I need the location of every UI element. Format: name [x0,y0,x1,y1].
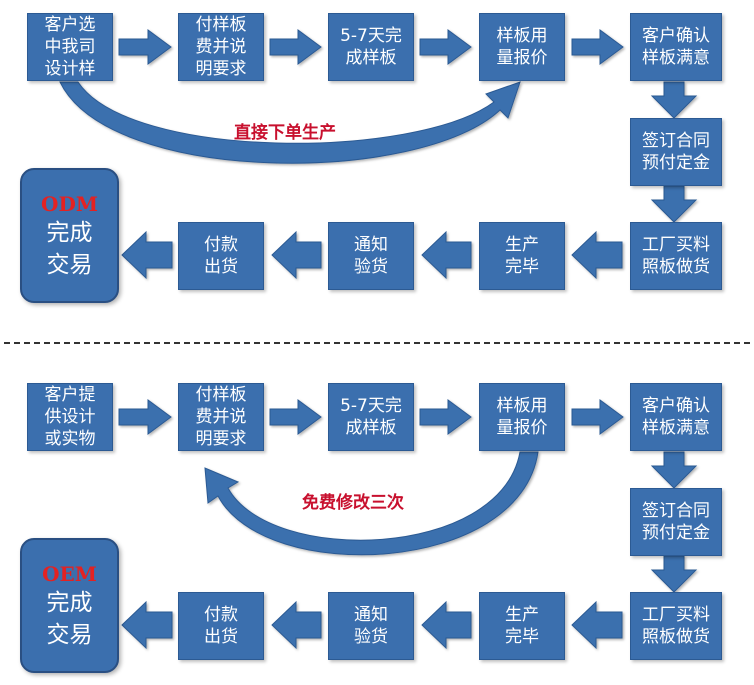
step-label-line: 供设计 [44,407,96,427]
step-label-line: 通知 [354,235,388,255]
step-label-line: 样板满意 [642,418,710,438]
step-label-line: 工厂买料 [642,235,710,255]
final-line: 交易 [46,621,93,648]
oem-tag: OEM [42,561,97,586]
odm-final-box: ODM 完成 交易 [20,168,119,303]
oem-step-production-done: 生产 完毕 [479,592,565,660]
step-label-line: 完毕 [505,257,539,277]
arrow-right [571,29,624,65]
step-label-line: 生产 [505,235,539,255]
step-label-line: 出货 [204,627,238,647]
section-divider [4,342,750,344]
step-label-line: 样板满意 [642,48,710,68]
step-label-line: 付样板 [195,15,247,35]
odm-step-pay-ship: 付款 出货 [178,222,264,290]
final-line: 交易 [46,251,93,278]
step-label-line: 量报价 [496,48,548,68]
step-label-line: 照板做货 [642,627,710,647]
step-label-line: 付样板 [195,385,247,405]
oem-step-confirm-sample: 客户确认 样板满意 [630,383,722,451]
step-label-line: 通知 [354,605,388,625]
final-line: 完成 [46,219,93,246]
oem-step-sign-contract: 签订合同 预付定金 [630,488,722,556]
odm-step-confirm-sample: 客户确认 样板满意 [630,13,722,81]
arrow-right [419,29,472,65]
odm-step-sign-contract: 签订合同 预付定金 [630,118,722,186]
step-label-line: 样板用 [496,26,548,46]
odm-curve-label: 直接下单生产 [234,123,336,143]
arrow-right [419,399,472,435]
step-label-line: 预付定金 [642,523,710,543]
step-label-line: 样板用 [496,396,548,416]
arrow-left [571,230,623,280]
step-label-line: 5-7天完 [340,396,402,416]
arrow-left [421,600,472,650]
step-label-line: 费并说 [195,37,247,57]
step-label-line: 出货 [204,257,238,277]
step-label-line: 明要求 [195,59,247,79]
step-label-line: 量报价 [496,418,548,438]
oem-final-box: OEM 完成 交易 [20,538,119,673]
step-label-line: 工厂买料 [642,605,710,625]
arrow-right [118,399,172,435]
arrow-left [121,600,173,650]
arrow-right [118,29,172,65]
arrow-down [650,185,698,223]
step-label-line: 费并说 [195,407,247,427]
step-label-line: 明要求 [195,429,247,449]
step-label-line: 成样板 [345,418,397,438]
odm-step-production-done: 生产 完毕 [479,222,565,290]
oem-step-quote: 样板用 量报价 [479,383,565,451]
arrow-left [271,600,322,650]
step-label-line: 预付定金 [642,153,710,173]
step-label-line: 照板做货 [642,257,710,277]
step-label-line: 签订合同 [642,501,710,521]
step-label-line: 客户确认 [642,26,710,46]
step-label-line: 客户确认 [642,396,710,416]
step-label-line: 付款 [204,235,238,255]
arrow-left [121,230,173,280]
arrow-left [421,230,472,280]
step-label-line: 生产 [505,605,539,625]
odm-step-pay-sample-fee: 付样板 费并说 明要求 [178,13,264,81]
oem-step-make-sample: 5-7天完 成样板 [328,383,414,451]
step-label-line: 签订合同 [642,131,710,151]
odm-step-quote: 样板用 量报价 [479,13,565,81]
step-label-line: 验货 [354,627,388,647]
curved-arrow-revise [204,451,539,556]
step-label-line: 成样板 [345,48,397,68]
arrow-left [271,230,322,280]
curved-arrow-skip [59,81,521,164]
step-label-line: 付款 [204,605,238,625]
step-label-line: 设计样 [44,59,96,79]
step-label-line: 客户提 [44,385,96,405]
odm-step-factory-production: 工厂买料 照板做货 [630,222,722,290]
step-label-line: 5-7天完 [340,26,402,46]
step-label-line: 中我司 [44,37,96,57]
final-line: 完成 [46,589,93,616]
oem-step-pay-ship: 付款 出货 [178,592,264,660]
odm-tag: ODM [41,191,98,216]
odm-step-select-design: 客户选 中我司 设计样 [27,13,113,81]
step-label-line: 完毕 [505,627,539,647]
arrow-down [650,555,698,593]
arrow-down [650,451,698,489]
oem-step-factory-production: 工厂买料 照板做货 [630,592,722,660]
oem-step-provide-design: 客户提 供设计 或实物 [27,383,113,451]
arrow-right [269,29,322,65]
step-label-line: 验货 [354,257,388,277]
odm-step-notify-inspection: 通知 验货 [328,222,414,290]
arrow-right [571,399,624,435]
oem-step-pay-sample-fee: 付样板 费并说 明要求 [178,383,264,451]
oem-step-notify-inspection: 通知 验货 [328,592,414,660]
arrow-left [571,600,623,650]
step-label-line: 或实物 [44,429,96,449]
arrow-right [269,399,322,435]
oem-curve-label: 免费修改三次 [302,493,404,513]
step-label-line: 客户选 [44,15,96,35]
odm-step-make-sample: 5-7天完 成样板 [328,13,414,81]
arrow-down [650,81,698,119]
